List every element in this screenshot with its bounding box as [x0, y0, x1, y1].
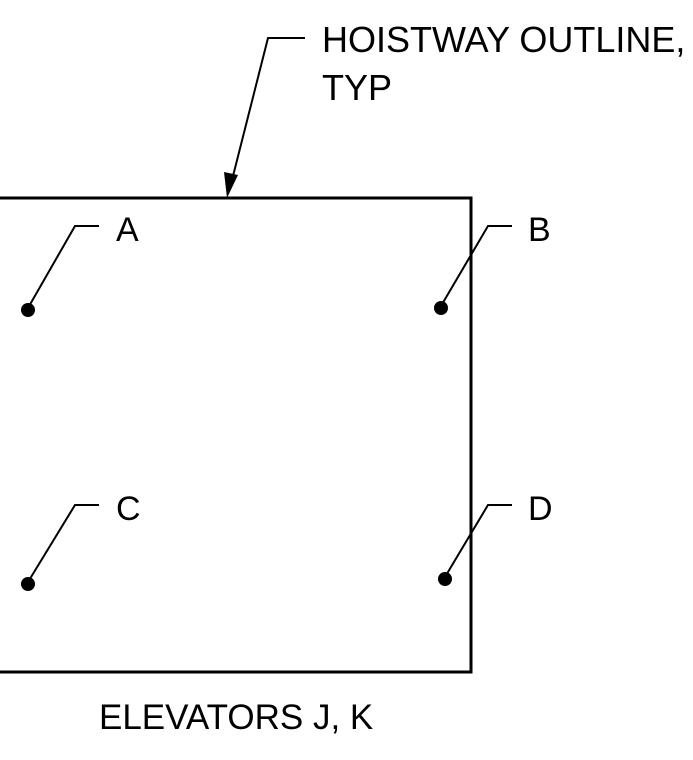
point-a-label: A [116, 211, 139, 249]
point-b-label: B [528, 211, 551, 249]
point-c-leader [27, 504, 99, 583]
diagram-caption: ELEVATORS J, K [99, 698, 373, 737]
point-b-dot [434, 301, 448, 315]
point-b-leader [440, 225, 512, 307]
point-d-label: D [528, 490, 553, 528]
point-a-dot [21, 303, 35, 317]
point-d-leader [444, 504, 512, 578]
point-a-leader [27, 225, 99, 309]
hoistway-leader-arrowhead [224, 172, 238, 198]
point-c-dot [21, 577, 35, 591]
hoistway-outline [0, 196, 473, 674]
callout-line-1: HOISTWAY OUTLINE, [322, 19, 685, 60]
hoistway-leader [231, 37, 305, 181]
callout-line-2: TYP [322, 67, 392, 108]
point-c-label: C [116, 490, 141, 528]
point-d-dot [438, 572, 452, 586]
